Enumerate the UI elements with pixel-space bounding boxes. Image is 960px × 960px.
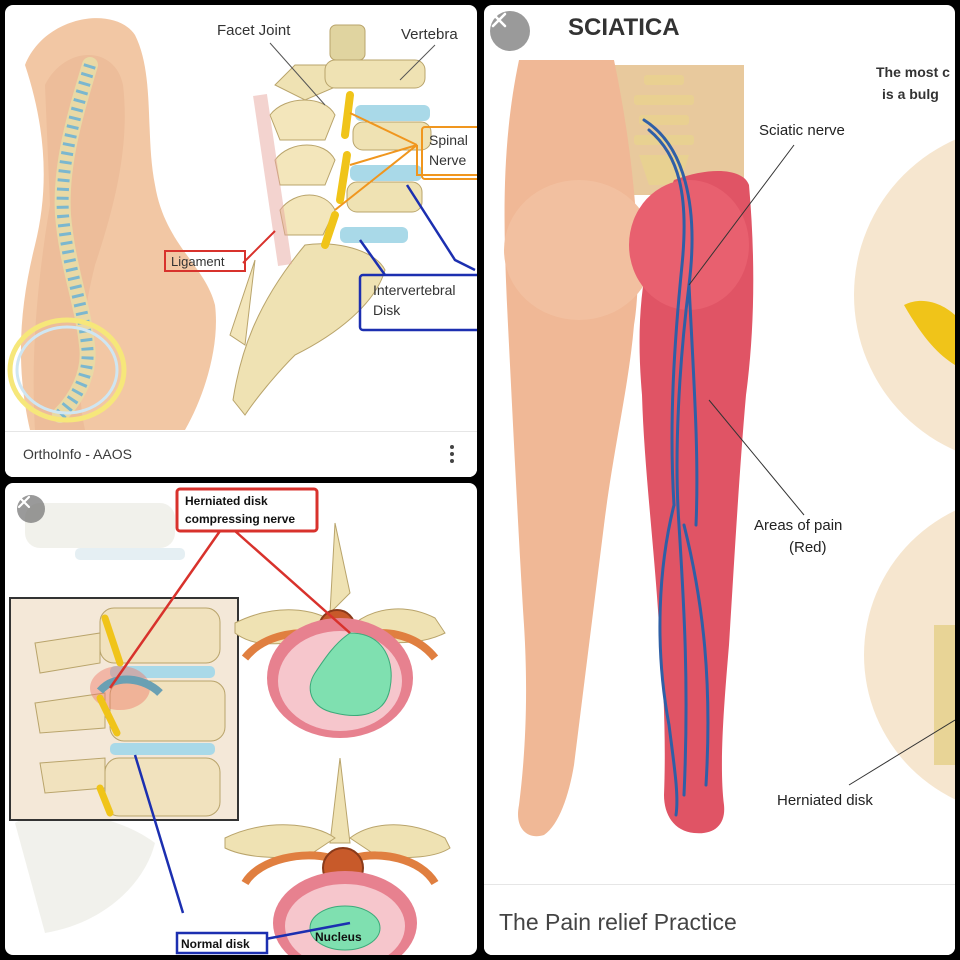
- lumbar-spine-closeup: [229, 24, 432, 416]
- label-cut-text-1: The most c: [876, 64, 950, 80]
- label-ligament: Ligament: [171, 254, 225, 269]
- normal-disc-cross-section: [224, 757, 451, 955]
- image-source-bar: The Pain relief Practice: [484, 884, 955, 955]
- lumbar-highlight-ring: [7, 317, 127, 423]
- image-source-bar: OrthoInfo - AAOS: [5, 431, 477, 477]
- sciatica-illustration: SCIATICA Sciatic nerve Areas of pain (Re…: [504, 14, 955, 837]
- left-leg: [504, 60, 638, 837]
- right-buttock: [629, 180, 749, 310]
- label-cut-text-2: is a bulg: [882, 86, 939, 102]
- label-spinal-nerve-2: Nerve: [429, 152, 467, 168]
- label-herniated-disk-2: compressing nerve: [185, 512, 295, 526]
- label-herniated-disk-1: Herniated disk: [185, 494, 268, 508]
- label-herniated-disk: Herniated disk: [777, 792, 873, 809]
- label-nucleus: Nucleus: [315, 930, 362, 944]
- label-intervertebral-2: Disk: [373, 302, 401, 318]
- image-card-spine-anatomy[interactable]: Facet Joint Vertebra Spinal Nerve Ligame…: [5, 5, 477, 477]
- side-detail-circle-top: [854, 139, 955, 451]
- label-facet-joint: Facet Joint: [217, 22, 291, 39]
- side-detail-circle-bottom: [864, 510, 955, 800]
- herniated-disc-cross-section: [234, 522, 446, 738]
- image-source-label[interactable]: OrthoInfo - AAOS: [23, 446, 132, 462]
- label-intervertebral-1: Intervertebral: [373, 282, 455, 298]
- more-vert-icon[interactable]: [447, 442, 457, 466]
- label-areas-of-pain-1: Areas of pain: [754, 517, 842, 534]
- label-normal-disk: Normal disk: [181, 937, 250, 951]
- close-icon[interactable]: [490, 11, 530, 51]
- label-sciatic-nerve: Sciatic nerve: [759, 122, 845, 139]
- body-shadow: [33, 55, 125, 430]
- image-card-sciatica[interactable]: SCIATICA Sciatic nerve Areas of pain (Re…: [484, 5, 955, 955]
- image-card-herniated-disk[interactable]: Herniated disk compressing nerve Normal …: [5, 483, 477, 955]
- sciatica-title: SCIATICA: [568, 14, 680, 41]
- inset-vertebrae: [34, 607, 226, 817]
- spine-column: [52, 57, 98, 423]
- label-areas-of-pain-2: (Red): [789, 539, 827, 556]
- sciatic-nerve: [642, 118, 710, 817]
- spine-anatomy-illustration: Facet Joint Vertebra Spinal Nerve Ligame…: [7, 18, 477, 430]
- label-spinal-nerve-1: Spinal: [429, 132, 468, 148]
- label-vertebra: Vertebra: [401, 26, 458, 43]
- herniated-disk-illustration: Herniated disk compressing nerve Normal …: [9, 487, 451, 955]
- image-source-label[interactable]: The Pain relief Practice: [499, 909, 737, 935]
- close-icon[interactable]: [17, 495, 45, 523]
